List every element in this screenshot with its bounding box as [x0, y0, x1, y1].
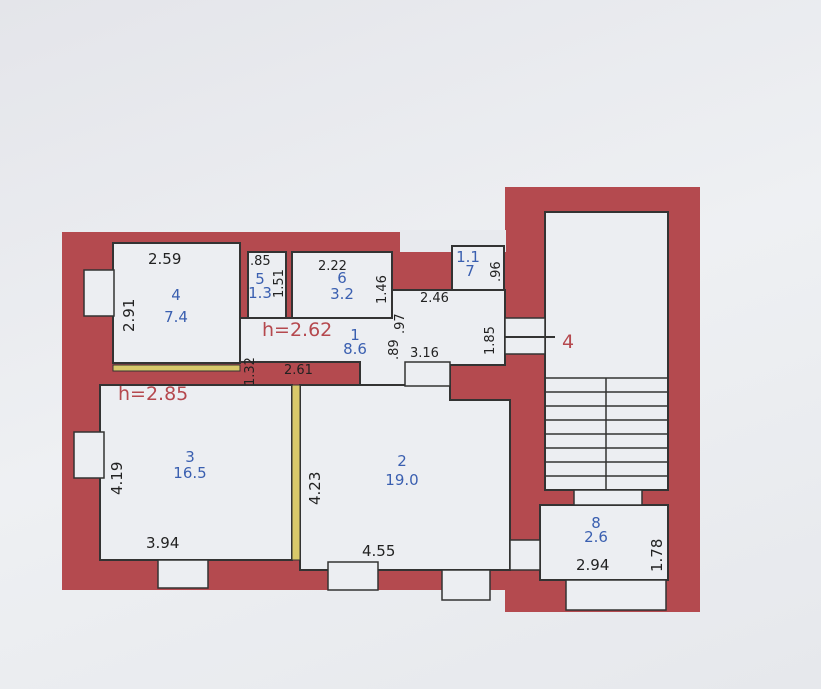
room-6: [291, 251, 393, 319]
room-6-number: 6: [337, 269, 347, 287]
dimension: 4.19: [108, 462, 126, 495]
windows: [73, 269, 667, 611]
room-5-area: 1.3: [248, 284, 272, 302]
dimension: 4.23: [306, 472, 324, 505]
room-4-number: 4: [171, 286, 181, 304]
dimension: 2.94: [576, 556, 609, 574]
partition: [291, 384, 301, 561]
room-2-area: 19.0: [385, 471, 418, 489]
dimension: 2.91: [120, 299, 138, 332]
dimension: 2.22: [318, 259, 347, 274]
room-7-number: 7: [465, 262, 475, 280]
height-label: h=2.85: [118, 383, 188, 405]
dimension: 4.55: [362, 542, 395, 560]
dimension: 1.46: [375, 275, 390, 304]
stairs: [545, 377, 668, 490]
room-8-number: 8: [591, 514, 601, 532]
room-3-number: 3: [185, 448, 195, 466]
room-1-area: 8.6: [343, 340, 367, 358]
dimension: 3.16: [410, 346, 439, 361]
room-2-number: 2: [397, 452, 407, 470]
room-6-area: 3.2: [330, 285, 354, 303]
dimension: 2.46: [420, 291, 449, 306]
dimension: 2.59: [148, 250, 181, 268]
dimension: .85: [250, 254, 271, 269]
room-4: [112, 242, 241, 364]
dimension: 1.85: [483, 326, 498, 355]
height-label: h=2.62: [262, 319, 332, 341]
dimension: .97: [393, 313, 408, 334]
dimension: 1.32: [243, 357, 258, 386]
room-1-number: 1: [350, 326, 360, 344]
dimension: .89: [387, 339, 402, 360]
room-5-number: 5: [255, 270, 265, 288]
room-5: [247, 251, 287, 319]
dimension: 3.94: [146, 534, 179, 552]
room-3-area: 16.5: [173, 464, 206, 482]
room-7-area: 1.1: [456, 248, 480, 266]
dimension: 1.51: [272, 269, 287, 298]
partition: [112, 364, 241, 372]
dimension: 1.78: [648, 539, 666, 572]
room-8-area: 2.6: [584, 528, 608, 546]
dimension: .96: [489, 261, 504, 282]
dimension: 2.61: [284, 363, 313, 378]
stair-marker: 4: [562, 331, 574, 353]
room-4-area: 7.4: [164, 308, 188, 326]
room-8: [539, 504, 669, 581]
